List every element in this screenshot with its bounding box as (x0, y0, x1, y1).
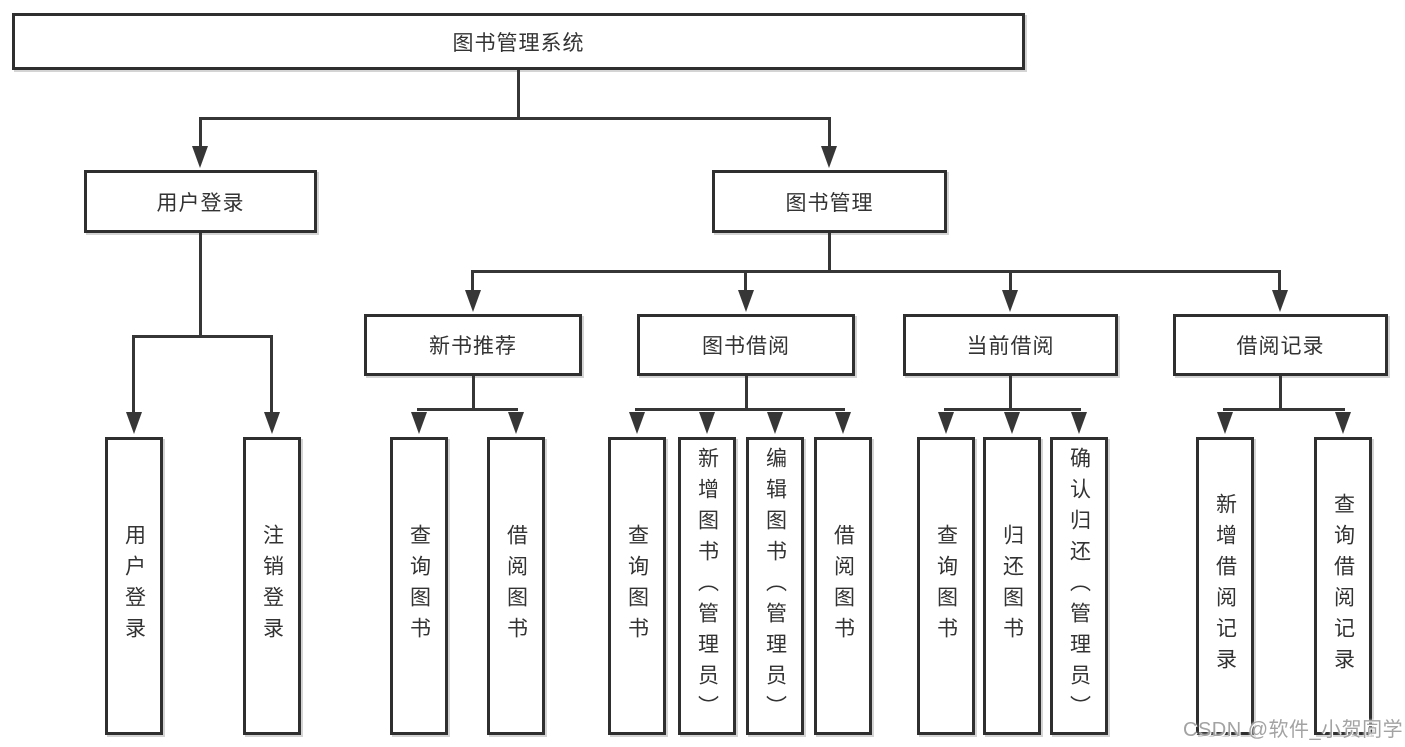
node-new-book-recommend: 新书推荐 (364, 314, 582, 376)
leaf-current-query-books: 查询图书 (917, 437, 975, 735)
connector-line (132, 335, 273, 338)
connector-line (472, 376, 475, 411)
leaf-newbook-query-books: 查询图书 (390, 437, 448, 735)
arrowhead-icon (821, 146, 837, 168)
leaf-current-confirm-return-admin: 确认归还（管理员） (1050, 437, 1108, 735)
arrowhead-icon (1217, 412, 1233, 434)
node-borrow-record: 借阅记录 (1173, 314, 1388, 376)
arrowhead-icon (411, 412, 427, 434)
connector-line (199, 233, 202, 338)
connector-line (744, 270, 747, 292)
arrowhead-icon (192, 146, 208, 168)
connector-line (417, 408, 518, 411)
node-book-borrow: 图书借阅 (637, 314, 855, 376)
connector-line (199, 117, 202, 148)
connector-line (1009, 270, 1012, 292)
connector-line (471, 270, 1281, 273)
leaf-newbook-borrow-books: 借阅图书 (487, 437, 545, 735)
connector-line (828, 117, 831, 148)
arrowhead-icon (508, 412, 524, 434)
arrowhead-icon (835, 412, 851, 434)
leaf-current-return-books: 归还图书 (983, 437, 1041, 735)
connector-line (745, 376, 748, 411)
arrowhead-icon (126, 412, 142, 434)
node-user-login: 用户登录 (84, 170, 317, 233)
arrowhead-icon (699, 412, 715, 434)
arrowhead-icon (465, 290, 481, 312)
connector-line (1223, 408, 1345, 411)
leaf-borrow-edit-books-admin: 编辑图书（管理员） (746, 437, 804, 735)
arrowhead-icon (264, 412, 280, 434)
connector-line (635, 408, 845, 411)
csdn-watermark: CSDN @软件_小贺同学 (1183, 719, 1404, 741)
leaf-logout: 注销登录 (243, 437, 301, 735)
leaf-borrow-borrow-books: 借阅图书 (814, 437, 872, 735)
node-current-borrow: 当前借阅 (903, 314, 1118, 376)
node-book-management: 图书管理 (712, 170, 947, 233)
arrowhead-icon (1272, 290, 1288, 312)
leaf-record-add-borrow-record: 新增借阅记录 (1196, 437, 1254, 735)
leaf-user-login: 用户登录 (105, 437, 163, 735)
connector-line (944, 408, 1081, 411)
connector-line (199, 117, 831, 120)
arrowhead-icon (738, 290, 754, 312)
connector-line (1279, 376, 1282, 411)
arrowhead-icon (1335, 412, 1351, 434)
arrowhead-icon (938, 412, 954, 434)
connector-line (828, 233, 831, 273)
connector-line (471, 270, 474, 292)
connector-line (517, 70, 520, 118)
connector-line (1278, 270, 1281, 292)
arrowhead-icon (767, 412, 783, 434)
arrowhead-icon (629, 412, 645, 434)
node-root-library-system: 图书管理系统 (12, 13, 1025, 70)
leaf-record-query-borrow-record: 查询借阅记录 (1314, 437, 1372, 735)
arrowhead-icon (1002, 290, 1018, 312)
leaf-borrow-query-books: 查询图书 (608, 437, 666, 735)
leaf-borrow-add-books-admin: 新增图书（管理员） (678, 437, 736, 735)
connector-line (132, 335, 135, 412)
connector-line (1009, 376, 1012, 411)
arrowhead-icon (1071, 412, 1087, 434)
arrowhead-icon (1004, 412, 1020, 434)
connector-line (270, 335, 273, 412)
